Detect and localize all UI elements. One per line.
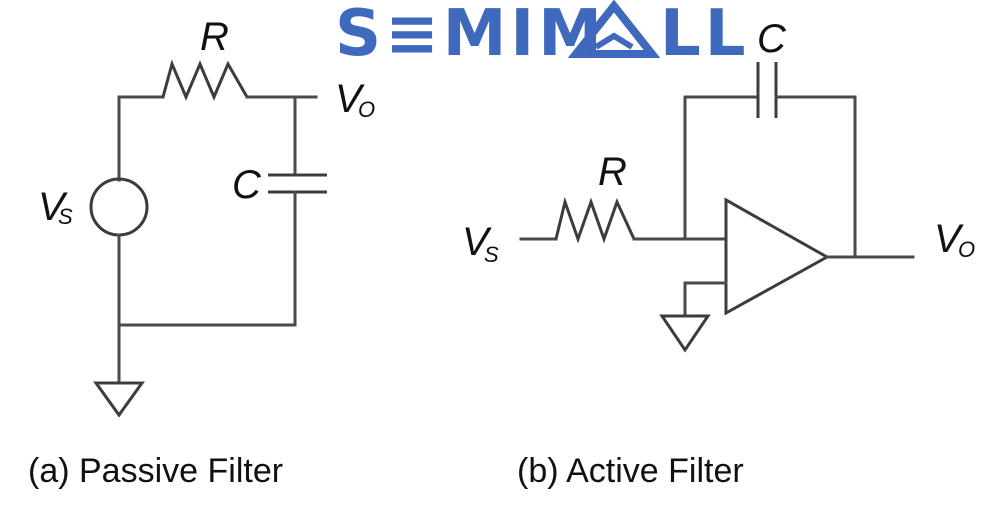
active-input-label: V S	[462, 220, 499, 267]
active-input-label-sub: S	[484, 242, 499, 267]
passive-ground-icon	[93, 381, 145, 418]
passive-source-label: V S	[38, 185, 73, 229]
passive-wire-bottom	[117, 190, 297, 327]
passive-source-label-sub: S	[58, 204, 73, 229]
passive-filter-circuit: R C V S V O (a) Passive Filter	[28, 15, 375, 490]
passive-capacitor-label: C	[232, 163, 262, 207]
passive-filter-caption: (a) Passive Filter	[28, 452, 283, 490]
passive-output-label: V O	[335, 77, 375, 122]
active-feedback-wire-left	[683, 95, 760, 241]
passive-resistor-symbol	[161, 59, 249, 101]
watermark-text-left: S≡MIM	[335, 0, 606, 71]
active-output-label-main: V	[934, 217, 964, 261]
active-output-label: V O	[934, 217, 975, 262]
passive-output-label-sub: O	[358, 97, 375, 122]
active-resistor-symbol	[554, 196, 636, 244]
passive-resistor-label: R	[200, 15, 229, 59]
active-resistor-label: R	[598, 150, 627, 194]
semimall-watermark: S≡MIM LL	[335, 0, 750, 71]
active-wire-noninverting-ground	[683, 281, 728, 318]
passive-voltage-source-icon	[89, 177, 149, 237]
watermark-text-right: LL	[660, 0, 750, 71]
passive-output-label-main: V	[335, 77, 365, 121]
active-opamp-icon	[724, 197, 831, 316]
active-feedback-wire-right	[774, 95, 857, 259]
active-filter-caption: (b) Active Filter	[517, 452, 744, 490]
active-filter-circuit: R C V S V O (b) Active Filter	[462, 17, 975, 490]
active-capacitor-label: C	[757, 17, 787, 61]
active-output-label-sub: O	[958, 237, 975, 262]
active-input-label-main: V	[462, 220, 492, 264]
passive-source-label-main: V	[38, 185, 68, 229]
watermark-triangle-icon	[567, 0, 661, 58]
passive-wire-left-top	[117, 95, 165, 182]
active-ground-icon	[659, 314, 711, 353]
